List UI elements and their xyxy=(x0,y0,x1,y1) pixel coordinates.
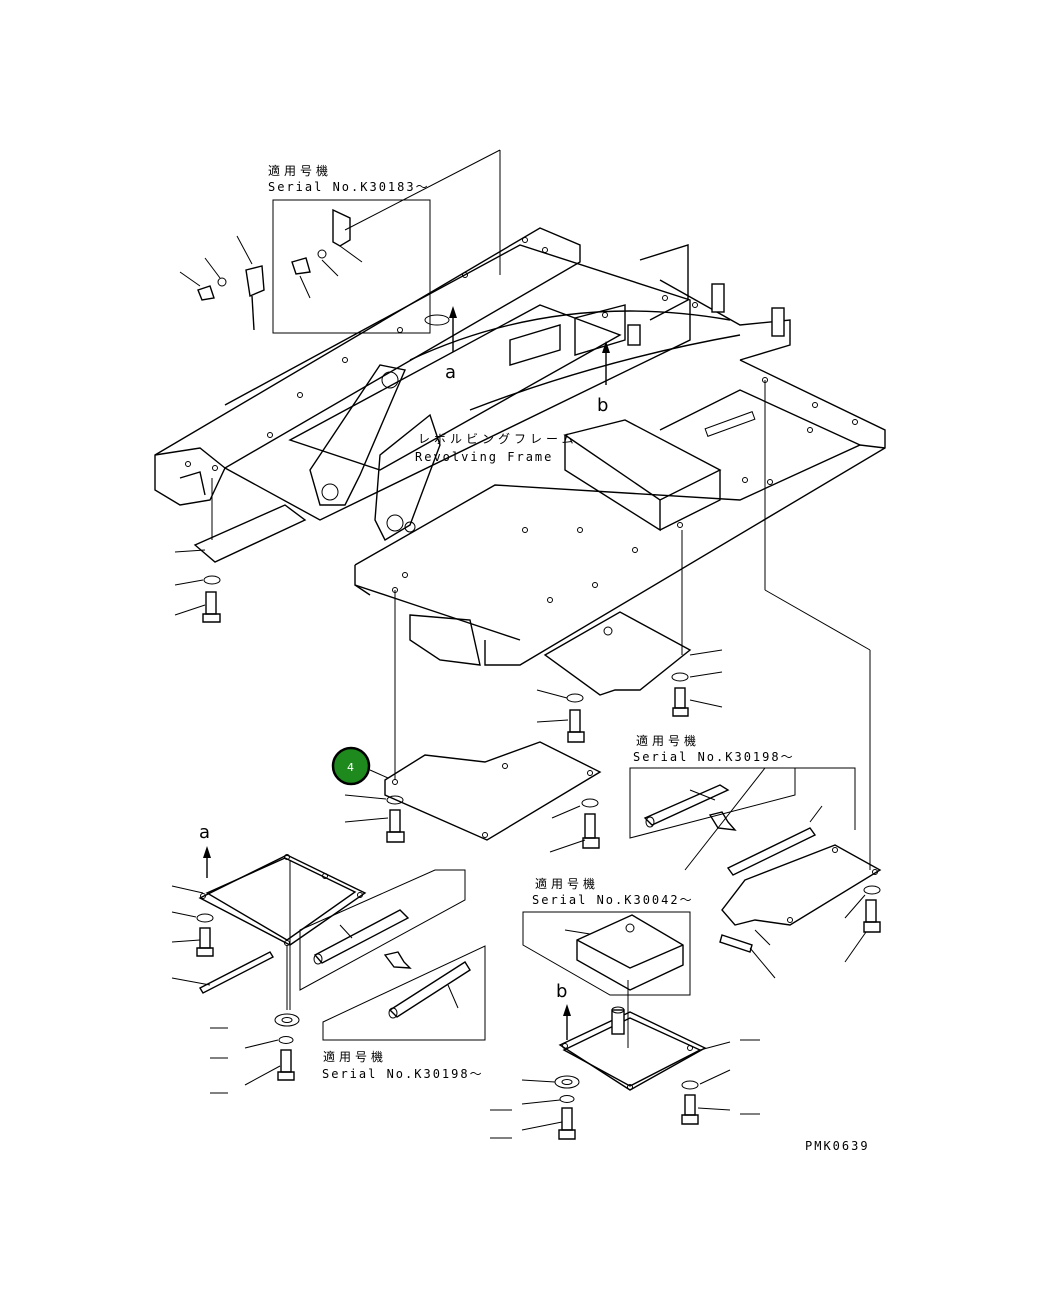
bracket-part xyxy=(332,208,351,247)
bolt-icon xyxy=(197,285,215,301)
sensor-wire xyxy=(251,295,255,331)
arrow-a-top-label: a xyxy=(445,362,456,383)
callout-k30042: 適用号機 Serial No.K30042～ xyxy=(522,876,694,1048)
left-cover-plate xyxy=(174,478,307,623)
callout-k30198-right-serial: Serial No.K30198～ xyxy=(633,750,795,764)
callout-k30183-jp: 適用号機 xyxy=(268,163,332,178)
frame-label-en: Revolving Frame xyxy=(415,450,553,464)
callout-k30198-left-jp: 適用号機 xyxy=(323,1049,387,1064)
right-cover-plate xyxy=(536,530,723,743)
frame-holes xyxy=(185,237,858,603)
arrow-b-top-label: b xyxy=(597,395,608,416)
part-marker-4[interactable]: 4 xyxy=(331,746,371,786)
callout-k30198-right: 適用号機 Serial No.K30198～ xyxy=(629,380,871,876)
callout-k30183-serial: Serial No.K30183～ xyxy=(268,180,430,194)
washer-icon xyxy=(217,277,227,287)
left-lower-plate: a xyxy=(171,822,367,1094)
revolving-frame: レボルビングフレーム Revolving Frame xyxy=(154,227,886,666)
sensor-part xyxy=(245,265,265,297)
callout-k30183-box xyxy=(272,199,431,334)
part-4-plate xyxy=(344,590,602,853)
callout-k30198-left-serial: Serial No.K30198～ xyxy=(322,1067,484,1081)
bottom-plate-b: b xyxy=(490,981,760,1140)
callout-k30042-jp: 適用号機 xyxy=(535,876,599,891)
arrow-b-top: b xyxy=(597,341,610,416)
callout-k30042-serial: Serial No.K30042～ xyxy=(532,893,694,907)
arrow-b-bottom-label: b xyxy=(556,981,567,1002)
callout-k30198-left: 適用号機 Serial No.K30198～ xyxy=(299,869,486,1081)
drawing-code: PMK0639 xyxy=(805,1139,870,1153)
callout-k30198-right-jp: 適用号機 xyxy=(636,733,700,748)
arrow-a-top: a xyxy=(445,306,457,383)
arrow-a-bottom-label: a xyxy=(199,822,210,843)
frame-label-jp: レボルビングフレーム xyxy=(418,432,578,446)
part-marker-4-number: 4 xyxy=(347,761,354,774)
bolt-icon xyxy=(291,257,311,275)
washer-icon xyxy=(317,249,327,259)
callout-k30183: 適用号機 Serial No.K30183～ xyxy=(179,149,501,334)
right-lower-plate xyxy=(719,844,882,979)
